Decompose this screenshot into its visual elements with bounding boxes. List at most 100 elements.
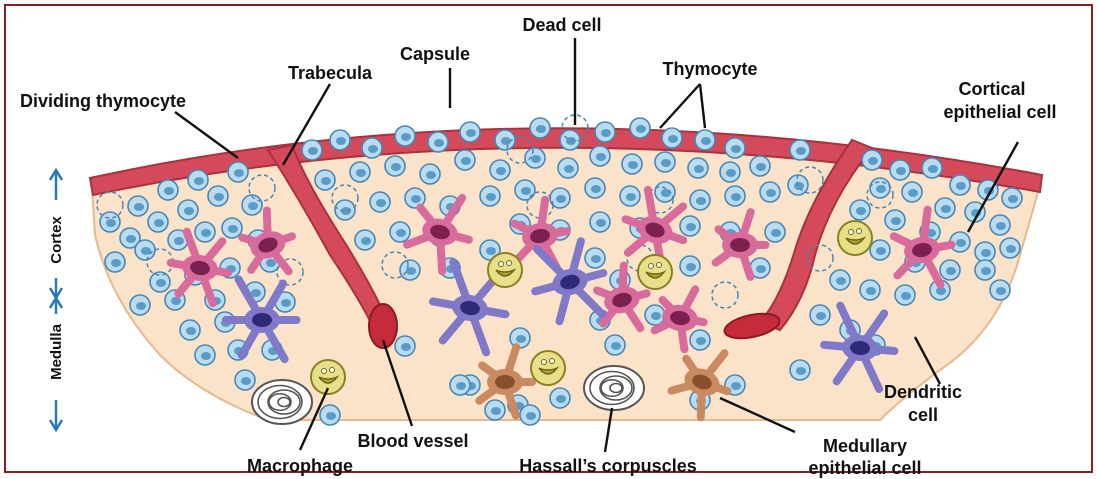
label-medullary-line2: epithelial cell [808, 458, 921, 478]
thymocyte [400, 260, 420, 280]
thymocyte [790, 140, 810, 160]
label-thymocyte: Thymocyte [662, 59, 757, 79]
thymocyte [242, 195, 262, 215]
thymocyte [195, 222, 215, 242]
thymocyte [428, 132, 448, 152]
thymocyte [195, 345, 215, 365]
macrophage [488, 253, 522, 287]
thymocyte [690, 190, 710, 210]
thymocyte [395, 336, 415, 356]
thymocyte [370, 192, 390, 212]
thymocyte [830, 270, 850, 290]
cortex-arrow-down [50, 278, 62, 298]
thymocyte [725, 138, 745, 158]
thymocyte [870, 178, 890, 198]
label-cortex: Cortex [48, 216, 65, 264]
thymocyte [148, 212, 168, 232]
thymocyte [525, 148, 545, 168]
thymocyte [222, 218, 242, 238]
thymocyte [940, 260, 960, 280]
thymocyte [655, 182, 675, 202]
thymocyte [550, 388, 570, 408]
thymocyte [490, 160, 510, 180]
leader-dividing-thymocyte [175, 112, 238, 158]
leader-thymocyte-b [700, 84, 705, 128]
thymocyte [315, 170, 335, 190]
leader-thymocyte-a [660, 84, 700, 128]
side-labels: Cortex Medulla [48, 170, 65, 430]
thymocyte [860, 280, 880, 300]
cortex-arrow-up [50, 170, 62, 200]
thymocyte [662, 128, 682, 148]
thymocyte [950, 175, 970, 195]
label-blood-vessel: Blood vessel [357, 431, 468, 451]
label-dendritic-line1: Dendritic [884, 382, 962, 402]
thymocyte [180, 320, 200, 340]
label-capsule: Capsule [400, 44, 470, 64]
thymocyte [135, 240, 155, 260]
label-medullary-line1: Medullary [823, 436, 907, 456]
thymocyte [235, 370, 255, 390]
thymocyte [1002, 188, 1022, 208]
thymocyte [605, 335, 625, 355]
label-dividing-thymocyte: Dividing thymocyte [20, 91, 186, 111]
thymocyte [680, 256, 700, 276]
thymocyte [975, 260, 995, 280]
thymocyte [320, 405, 340, 425]
label-medulla: Medulla [48, 323, 65, 379]
medulla-arrow-down [50, 400, 62, 430]
thymocyte [100, 212, 120, 232]
thymocyte [530, 118, 550, 138]
thymocyte [850, 200, 870, 220]
thymocyte [188, 170, 208, 190]
thymocyte [330, 130, 350, 150]
thymocyte [725, 186, 745, 206]
thymocyte [975, 242, 995, 262]
thymocyte [645, 305, 665, 325]
macrophage [638, 255, 672, 289]
thymocyte [178, 200, 198, 220]
thymocyte [690, 330, 710, 350]
label-macrophage: Macrophage [247, 456, 353, 476]
thymocyte [720, 162, 740, 182]
thymocyte [622, 154, 642, 174]
thymocyte [460, 122, 480, 142]
hassalls-corpuscle [252, 380, 312, 424]
thymocyte [688, 158, 708, 178]
thymocyte [620, 186, 640, 206]
thymocyte [585, 178, 605, 198]
thymocyte [350, 162, 370, 182]
thymocyte [990, 215, 1010, 235]
thymocyte [765, 222, 785, 242]
thymocyte [558, 158, 578, 178]
label-cortical-line2: epithelial cell [943, 102, 1056, 122]
thymocyte [790, 360, 810, 380]
thymocyte [760, 182, 780, 202]
thymocyte [395, 126, 415, 146]
hassalls-corpuscle [584, 366, 644, 410]
thymocyte [150, 272, 170, 292]
thymocyte [355, 230, 375, 250]
thymocyte [105, 252, 125, 272]
thymocyte [695, 130, 715, 150]
thymocyte [362, 138, 382, 158]
thymocyte [208, 186, 228, 206]
thymocyte [590, 146, 610, 166]
thymocyte [595, 122, 615, 142]
label-dead-cell: Dead cell [522, 15, 601, 35]
thymocyte [885, 210, 905, 230]
thymocyte [480, 186, 500, 206]
thymocyte [750, 156, 770, 176]
medulla-arrow-up [50, 298, 62, 314]
thymocyte [420, 164, 440, 184]
thymocyte [862, 150, 882, 170]
thymocyte [520, 405, 540, 425]
thymocyte [302, 140, 322, 160]
thymocyte [922, 158, 942, 178]
thymocyte [990, 280, 1010, 300]
thymocyte [680, 216, 700, 236]
thymocyte [890, 160, 910, 180]
label-cortical-line1: Cortical [958, 79, 1025, 99]
